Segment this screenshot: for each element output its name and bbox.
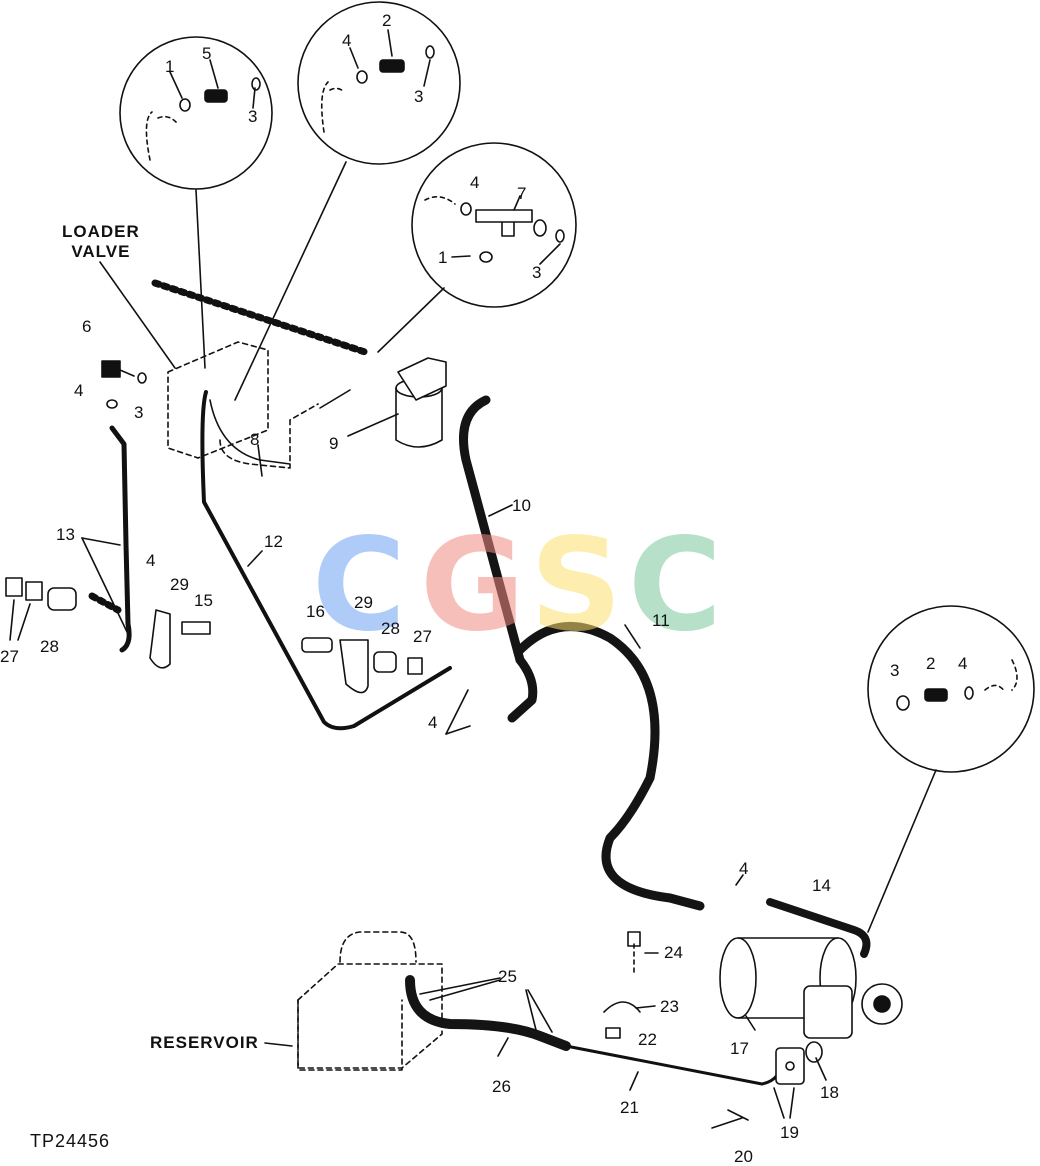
clamp-23	[603, 931, 659, 1039]
part-label: 4	[470, 173, 480, 192]
part-label: 4	[146, 551, 156, 570]
part-label: 26	[492, 1077, 511, 1096]
part-label: 27	[413, 627, 432, 646]
detail-circle-c	[377, 142, 577, 353]
tube-21	[564, 1044, 784, 1086]
part-label: 29	[354, 593, 373, 612]
watermark-letter-c1: C	[312, 511, 406, 660]
part-label: 11	[652, 611, 670, 630]
part-label: 9	[329, 434, 339, 453]
detail-circle-d	[867, 605, 1035, 933]
hose-10-11	[459, 395, 705, 911]
part-label: 23	[660, 997, 679, 1016]
part-label: 4	[958, 654, 968, 673]
hose-14	[766, 898, 871, 958]
loader-valve-label: LOADER VALVE	[62, 222, 140, 261]
hose-26	[405, 975, 571, 1051]
part-label: 2	[926, 654, 936, 673]
part-label: 3	[134, 403, 144, 422]
flange-19	[711, 1047, 805, 1129]
part-label: 4	[428, 713, 438, 732]
loose-parts-left	[5, 577, 471, 735]
part-label: 19	[780, 1123, 799, 1142]
part-label: 4	[739, 859, 749, 878]
figure-id: TP24456	[30, 1131, 111, 1151]
reservoir	[297, 931, 443, 1071]
part-label: 2	[382, 11, 392, 30]
part-label: 3	[532, 263, 542, 282]
tube-13	[109, 425, 132, 653]
part-label: 15	[194, 591, 213, 610]
line-12	[200, 390, 452, 731]
part-label: 8	[250, 430, 260, 449]
part-label: 4	[74, 381, 84, 400]
part-label: 10	[512, 496, 531, 515]
part-label: 22	[638, 1030, 657, 1049]
part-label: 20	[734, 1147, 753, 1166]
part-label: 4	[342, 31, 352, 50]
part-label: 3	[414, 87, 424, 106]
part-label: 1	[438, 248, 448, 267]
part-label: 3	[890, 661, 900, 680]
part-label: 28	[40, 637, 59, 656]
part-label: 24	[664, 943, 683, 962]
watermark-letter-s: S	[530, 511, 623, 660]
part-label: 18	[820, 1083, 839, 1102]
pump-17	[719, 937, 903, 1063]
part-label: 3	[248, 107, 258, 126]
part-label: 13	[56, 525, 75, 544]
part-label: 1	[165, 57, 175, 76]
part-label: 27	[0, 647, 19, 666]
loader-valve	[167, 341, 269, 459]
detail-circle-a	[119, 36, 273, 369]
reservoir-label: RESERVOIR	[150, 1033, 259, 1052]
filter-9	[319, 357, 447, 448]
part-label: 12	[264, 532, 283, 551]
part-label: 6	[82, 317, 92, 336]
part-label: 21	[620, 1098, 639, 1117]
elbow-fitting	[101, 360, 147, 409]
part-label: 14	[812, 876, 831, 895]
watermark-letter-g: G	[420, 511, 526, 660]
part-label: 16	[306, 602, 325, 621]
part-label: 7	[517, 184, 527, 203]
part-label: 5	[202, 44, 212, 63]
part-label: 25	[498, 967, 517, 986]
part-label: 28	[381, 619, 400, 638]
part-label: 17	[730, 1039, 749, 1058]
detail-circle-b	[234, 1, 461, 401]
part-label: 29	[170, 575, 189, 594]
direction-arrows	[88, 279, 369, 614]
watermark-letter-c2: C	[628, 511, 722, 660]
